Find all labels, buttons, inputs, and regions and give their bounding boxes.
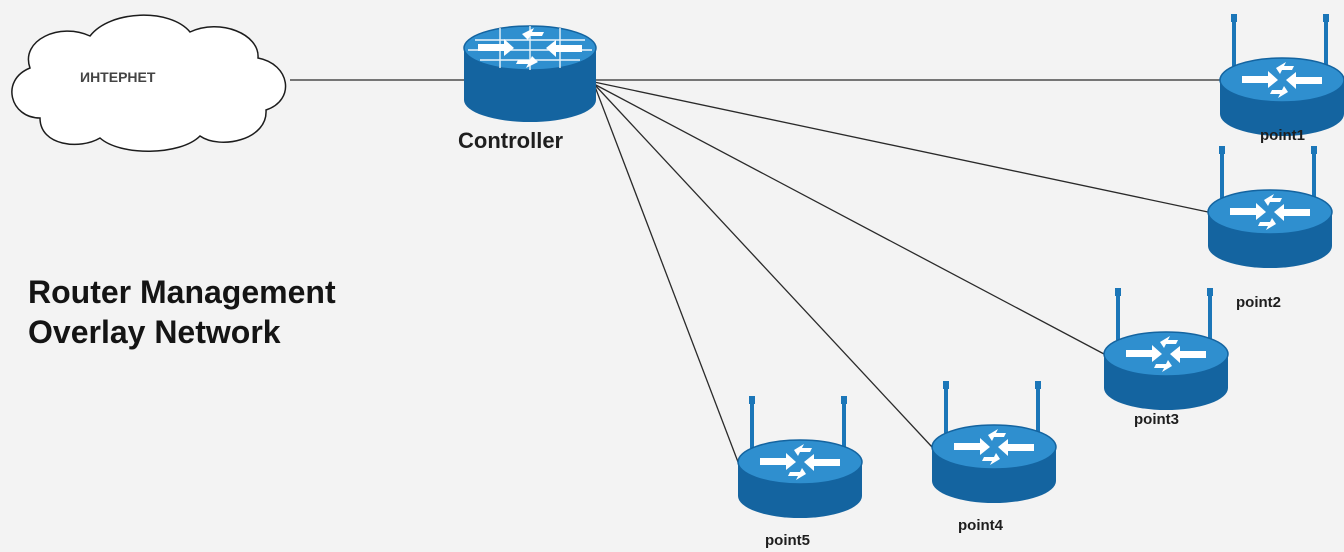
internet-cloud: [11, 14, 287, 152]
title-line-1: Router Management: [28, 274, 336, 310]
point3-router-icon: [1103, 287, 1229, 411]
link-controller-point5: [593, 83, 739, 463]
network-links: [290, 79, 1220, 463]
point2-router-icon: [1207, 145, 1333, 269]
title-line-2: Overlay Network: [28, 314, 281, 350]
point3-label: point3: [1134, 411, 1179, 428]
controller-router-icon: [463, 25, 597, 122]
point5-router-icon: [737, 395, 863, 519]
point1-router-icon: [1219, 13, 1344, 137]
point4-router-icon: [931, 380, 1057, 504]
point5-label: point5: [765, 532, 810, 549]
point1-label: point1: [1260, 127, 1305, 144]
internet-label: ИНТЕРНЕТ: [80, 69, 156, 85]
link-controller-point3: [593, 83, 1105, 355]
controller-label: Controller: [458, 128, 564, 153]
link-controller-point4: [593, 83, 933, 448]
point4-label: point4: [958, 517, 1003, 534]
diagram-title: Router Management Overlay Network: [28, 272, 336, 352]
point2-label: point2: [1236, 294, 1281, 311]
link-controller-point2: [593, 81, 1209, 213]
